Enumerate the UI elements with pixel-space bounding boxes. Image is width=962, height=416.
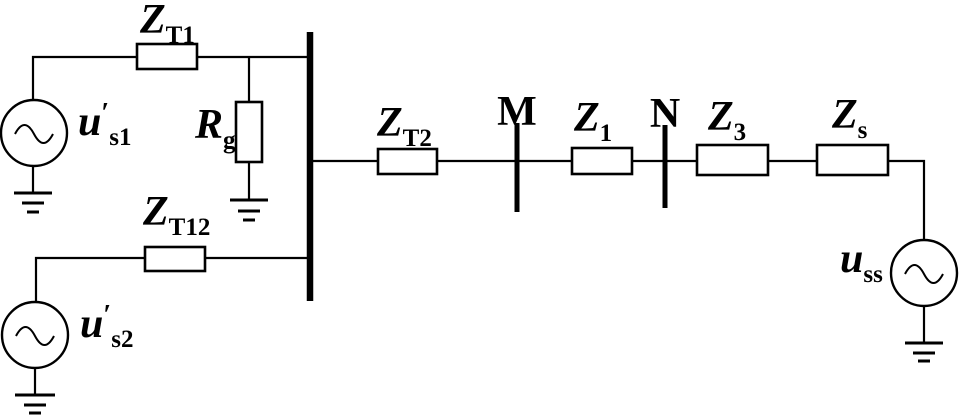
label-bus-m: M bbox=[497, 89, 537, 135]
label-z1: Z1 bbox=[573, 95, 612, 147]
label-z3: Z3 bbox=[707, 94, 746, 146]
label-rg: Rg bbox=[194, 102, 236, 154]
ac-source-us1-icon bbox=[0, 98, 69, 168]
impedance-z3-box bbox=[695, 143, 770, 177]
resistor-rg-box bbox=[234, 100, 264, 164]
label-zt2: ZT2 bbox=[376, 100, 432, 152]
ground-icon-source2 bbox=[15, 393, 55, 415]
ground-icon-rg bbox=[230, 198, 268, 222]
label-us1: u′s1 bbox=[78, 98, 131, 151]
label-bus-n: N bbox=[650, 91, 680, 137]
ground-icon-sourcess bbox=[905, 341, 943, 363]
ac-source-us2-icon bbox=[0, 300, 70, 370]
label-zt1: ZT1 bbox=[139, 0, 195, 49]
impedance-zs-box bbox=[815, 143, 890, 177]
wire-source1-to-bus bbox=[31, 55, 311, 101]
wire-source2-to-bus bbox=[34, 256, 311, 303]
impedance-z1-box bbox=[570, 146, 634, 176]
label-uss: uss bbox=[840, 236, 883, 288]
label-zt12: ZT12 bbox=[142, 189, 210, 241]
impedance-zt1-box bbox=[135, 42, 199, 71]
ground-icon-source1 bbox=[14, 191, 52, 214]
ac-source-uss-icon bbox=[889, 238, 959, 308]
impedance-zt2-box bbox=[376, 147, 439, 176]
label-us2: u′s2 bbox=[80, 300, 133, 353]
impedance-zt12-box bbox=[143, 245, 207, 273]
label-zs: Zs bbox=[831, 92, 868, 144]
